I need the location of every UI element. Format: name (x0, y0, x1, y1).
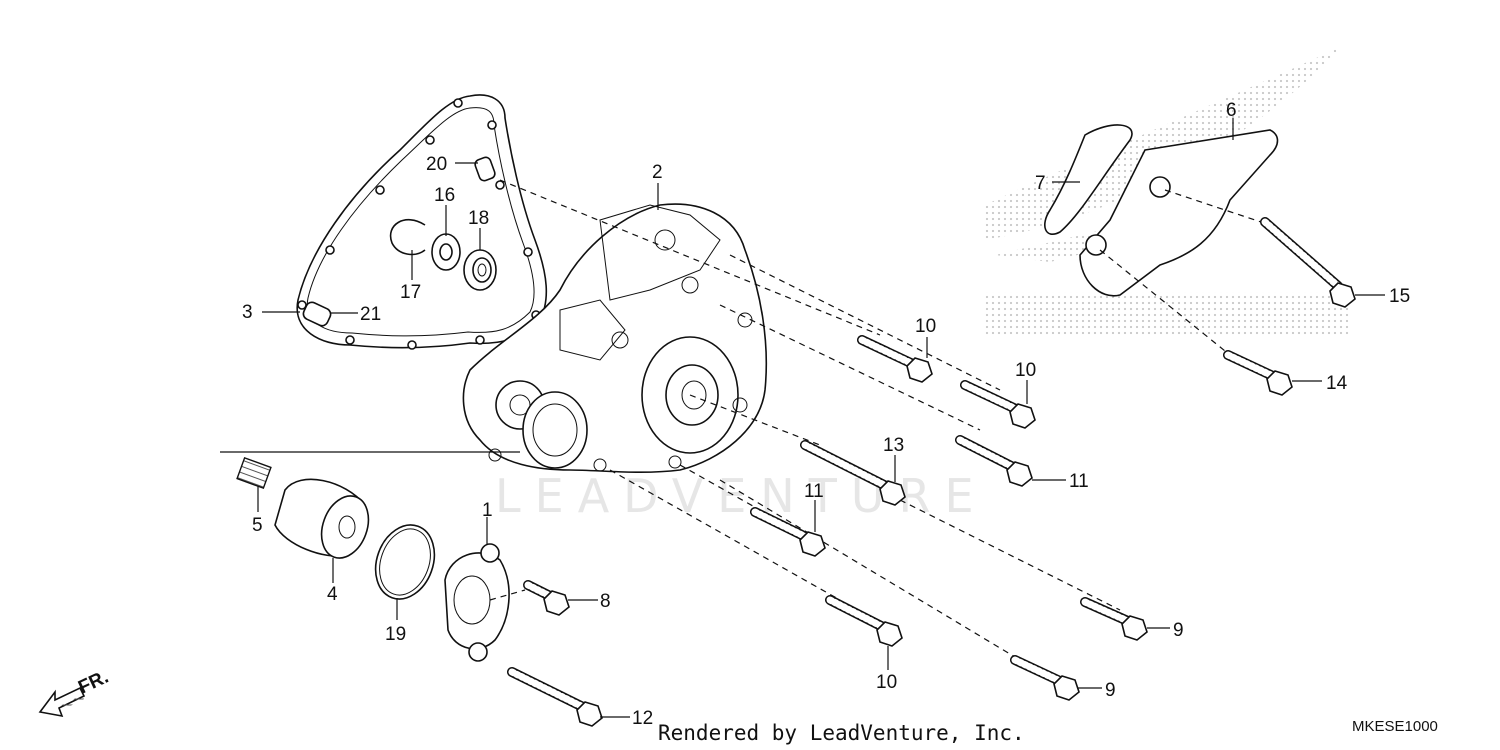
callout-17: 17 (400, 282, 421, 303)
o-ring (374, 524, 436, 600)
leader-lines (257, 118, 1385, 718)
dowel-pin-21 (302, 301, 332, 327)
callout-10-lower: 10 (876, 672, 897, 693)
callout-11-center: 11 (804, 481, 824, 502)
callout-21: 21 (360, 304, 381, 325)
oil-seal (463, 249, 497, 291)
callout-14: 14 (1326, 373, 1348, 394)
bolt-9-upper (1080, 597, 1148, 641)
alignment-lines (220, 179, 1271, 661)
callout-15: 15 (1389, 286, 1410, 307)
callout-4: 4 (327, 584, 338, 605)
bolt-11-center (750, 507, 826, 557)
bolt-9-lower (1010, 655, 1080, 701)
cover-gasket (296, 94, 548, 350)
diagram-code: MKESE1000 (1352, 718, 1438, 735)
callout-9-lower: 9 (1105, 680, 1116, 701)
bolt-12 (507, 667, 603, 727)
circlip (389, 219, 426, 256)
render-credit: Rendered by LeadVenture, Inc. (658, 721, 1025, 745)
callout-20: 20 (426, 154, 447, 175)
cover-bracket (1079, 129, 1279, 297)
oil-filter (274, 478, 370, 559)
callout-10-mid: 10 (1015, 360, 1036, 381)
callout-7: 7 (1035, 173, 1046, 194)
bolt-15 (1260, 217, 1356, 308)
bolt-10-mid (960, 380, 1036, 429)
watermark-text: LEADVENTURE (495, 469, 988, 523)
callout-9-upper: 9 (1173, 620, 1184, 641)
callout-8: 8 (600, 591, 611, 612)
bolt-8 (523, 580, 570, 616)
callout-2: 2 (652, 162, 663, 183)
callout-18: 18 (468, 208, 489, 229)
callout-10-upper: 10 (915, 316, 936, 337)
dowel-pin-20 (474, 156, 496, 182)
callout-12: 12 (632, 708, 653, 729)
callout-3: 3 (242, 302, 253, 323)
callouts: 1 2 3 4 5 6 7 8 9 9 10 10 10 11 11 12 13… (242, 100, 1410, 729)
bolt-10-lower (825, 595, 903, 647)
washer (431, 233, 461, 271)
bolt-13 (800, 440, 906, 506)
callout-6: 6 (1226, 100, 1237, 121)
callout-19: 19 (385, 624, 406, 645)
spring (236, 456, 272, 490)
front-direction-arrow: FR. (38, 667, 112, 718)
callout-13: 13 (883, 435, 904, 456)
bolt-14 (1223, 350, 1293, 396)
callout-1: 1 (482, 500, 493, 521)
callout-5: 5 (252, 515, 263, 536)
bolt-10-upper (857, 335, 933, 383)
callout-16: 16 (434, 185, 455, 206)
bracket-gasket (1044, 124, 1133, 235)
bolt-11-right (955, 435, 1033, 487)
oil-filter-cover (444, 543, 510, 662)
callout-11-right: 11 (1069, 471, 1089, 492)
